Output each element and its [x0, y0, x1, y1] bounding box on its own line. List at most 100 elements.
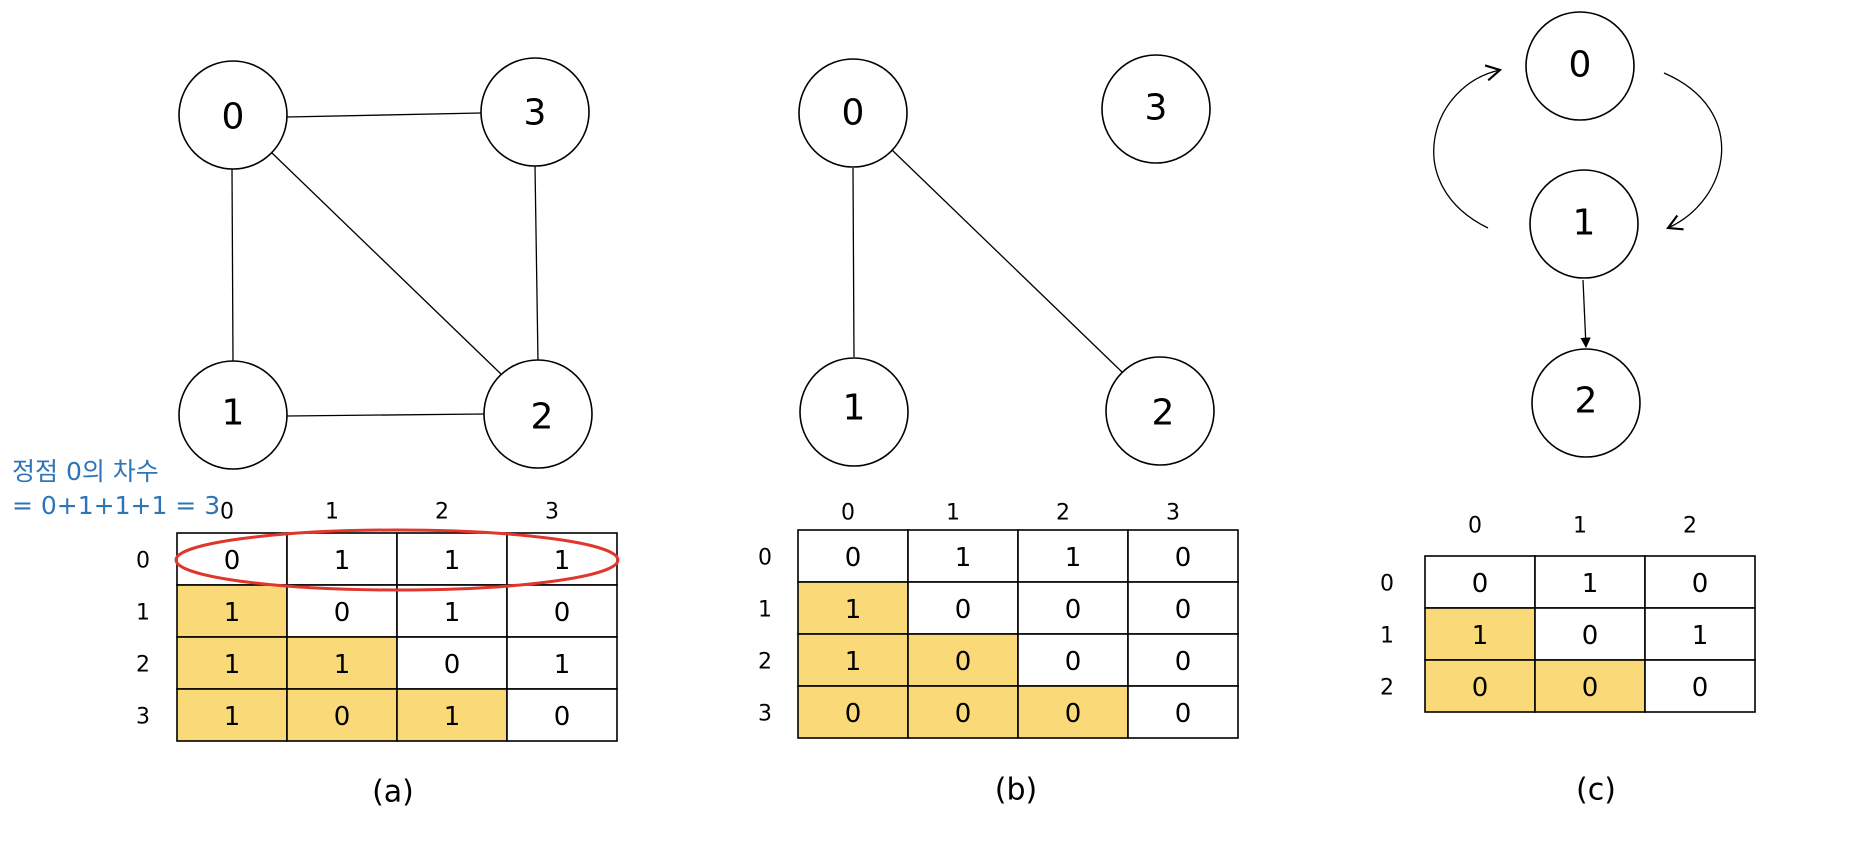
matrix-col-label: 2 [1683, 514, 1697, 539]
matrix-cell-value: 0 [1065, 699, 1082, 729]
caption-c: (c) [1576, 773, 1616, 808]
matrix-cell [797, 633, 909, 687]
matrix-cell-value: 0 [845, 699, 862, 729]
matrix-cell [1424, 555, 1536, 609]
node-label: 3 [524, 93, 547, 134]
matrix-cell-value: 1 [845, 647, 862, 677]
matrix-cell-value: 1 [554, 650, 571, 680]
matrix-cell-value: 0 [1472, 673, 1489, 703]
matrix-cell-value: 0 [1065, 595, 1082, 625]
matrix-row-label: 0 [1380, 572, 1394, 597]
row-0-highlight-ellipse [174, 528, 620, 592]
node-b-3: 3 [1101, 54, 1211, 164]
node-c-1: 1 [1529, 169, 1639, 279]
matrix-cell-value: 1 [1692, 621, 1709, 651]
matrix-col-label: 0 [841, 501, 855, 526]
matrix-col-label: 3 [1166, 501, 1180, 526]
matrix-cell [1534, 555, 1646, 609]
matrix-row-label: 2 [758, 650, 772, 675]
degree-annotation: 정점 0의 차수 = 0+1+1+1 = 3 [12, 457, 220, 520]
matrix-col-label: 0 [220, 500, 234, 525]
matrix-cell-value: 1 [224, 598, 241, 628]
matrix-cell-value: 0 [1582, 621, 1599, 651]
matrix-cell [286, 532, 398, 586]
matrix-cell-value: 1 [1065, 543, 1082, 573]
matrix-cell-value: 0 [1582, 673, 1599, 703]
matrix-cell-value: 0 [1065, 647, 1082, 677]
node-a-1: 1 [178, 360, 288, 470]
degree-annotation-line2: = 0+1+1+1 = 3 [12, 491, 220, 520]
matrix-cell-value: 0 [224, 546, 241, 576]
matrix-cell [286, 688, 398, 742]
matrix-cell-value: 0 [554, 598, 571, 628]
matrix-cell-value: 0 [1692, 673, 1709, 703]
node-label: 0 [842, 93, 865, 134]
matrix-cell [396, 584, 508, 638]
edge-b-0-1 [852, 167, 855, 358]
matrix-cell [1644, 607, 1756, 661]
matrix-row-label: 2 [136, 653, 150, 678]
edge-c-0-1 [1663, 72, 1723, 231]
node-label: 0 [222, 97, 245, 138]
node-label: 2 [531, 397, 554, 438]
matrix-cell [1017, 581, 1129, 635]
matrix-cell-value: 1 [224, 650, 241, 680]
node-label: 2 [1575, 381, 1598, 422]
node-label: 0 [1569, 45, 1592, 86]
node-b-2: 2 [1105, 356, 1215, 466]
matrix-cell [506, 688, 618, 742]
matrix-cell-value: 1 [845, 595, 862, 625]
matrix-row-label: 0 [136, 549, 150, 574]
edge-a-1-2 [286, 413, 485, 417]
node-label: 3 [1145, 88, 1168, 129]
matrix-cell [506, 532, 618, 586]
node-label: 1 [222, 393, 245, 434]
matrix-cell [1534, 607, 1646, 661]
node-a-0: 0 [178, 60, 288, 170]
matrix-cell-value: 0 [955, 699, 972, 729]
matrix-cell [1127, 685, 1239, 739]
node-a-3: 3 [480, 57, 590, 167]
matrix-cell-value: 0 [554, 702, 571, 732]
node-label: 2 [1152, 393, 1175, 434]
matrix-cell-value: 0 [334, 702, 351, 732]
matrix-cell-value: 0 [845, 543, 862, 573]
matrix-cell-value: 1 [334, 546, 351, 576]
matrix-cell-value: 1 [955, 543, 972, 573]
edge-c-1-0 [1433, 64, 1503, 229]
matrix-cell-value: 1 [1582, 569, 1599, 599]
edge-b-0-2 [891, 149, 1123, 373]
matrix-cell [176, 636, 288, 690]
graph-b: 0 3 1 2 [798, 54, 1215, 467]
matrix-cell-value: 0 [1175, 699, 1192, 729]
graph-c: 0 1 2 [1433, 11, 1723, 458]
matrix-cell-value: 1 [334, 650, 351, 680]
matrix-cell-value: 1 [554, 546, 571, 576]
matrix-cell [1127, 633, 1239, 687]
matrix-cell-value: 0 [1175, 647, 1192, 677]
matrix-row-label: 0 [758, 546, 772, 571]
matrix-cell [1644, 659, 1756, 713]
matrix-col-label: 2 [435, 500, 449, 525]
edge-c-1-2 [1580, 279, 1591, 349]
graph-a: 0 3 1 2 [178, 57, 593, 470]
node-c-0: 0 [1525, 11, 1635, 121]
matrix-cell-value: 0 [1692, 569, 1709, 599]
matrix-cell [286, 636, 398, 690]
matrix-row-label: 3 [758, 702, 772, 727]
matrix-cell [506, 636, 618, 690]
matrix-cell [176, 688, 288, 742]
matrix-row-label: 3 [136, 705, 150, 730]
matrix-cell-value: 0 [1472, 569, 1489, 599]
edge-a-0-2 [271, 152, 503, 376]
matrix-row-label: 1 [136, 601, 150, 626]
matrix-cell-value: 1 [444, 702, 461, 732]
matrix-cell [907, 581, 1019, 635]
node-b-1: 1 [799, 357, 909, 467]
